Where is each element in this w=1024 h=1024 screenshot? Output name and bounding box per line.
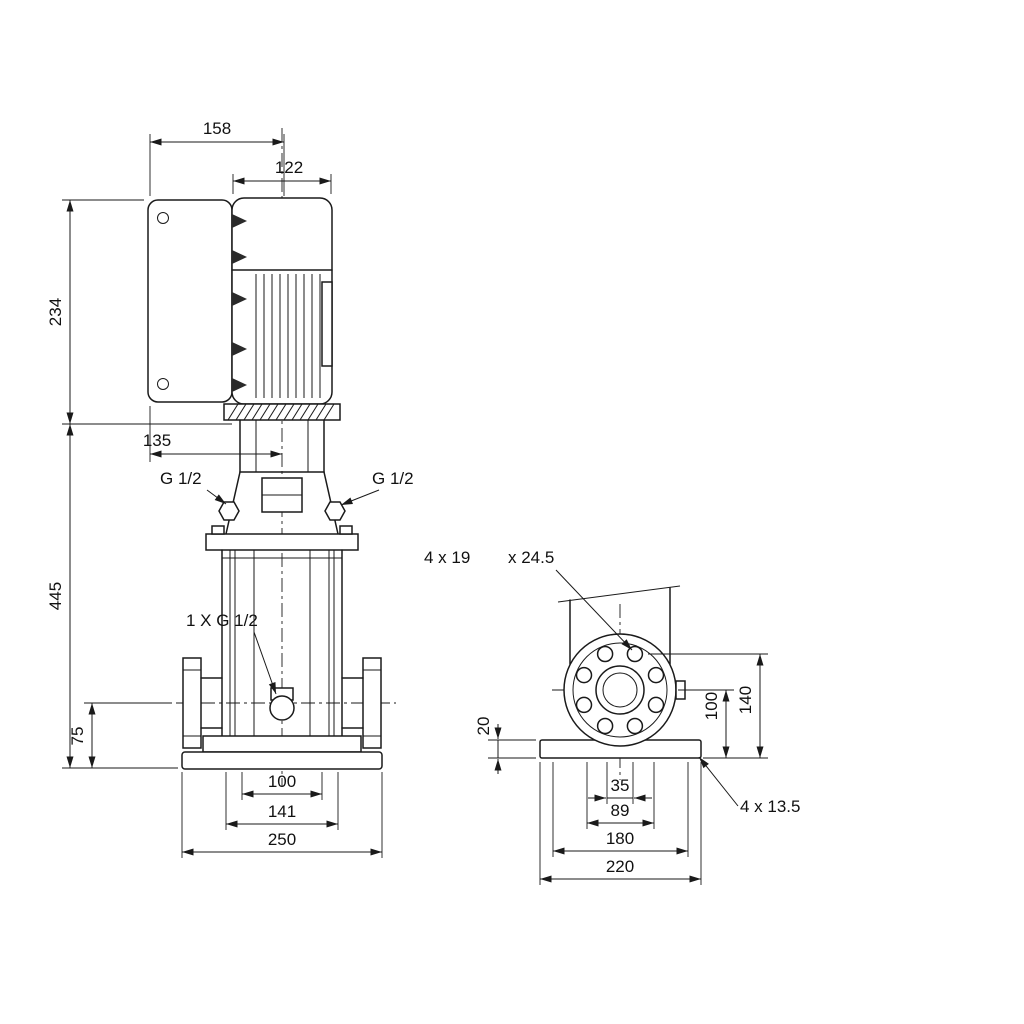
dimension-250: 250	[181, 772, 383, 858]
dimension-89: 89	[586, 762, 655, 829]
pipe-flange-left	[182, 657, 223, 749]
dimension-234: 234	[46, 199, 232, 425]
dimension-100-front: 100	[241, 772, 323, 800]
base-front	[181, 735, 383, 770]
top-flange	[205, 533, 359, 551]
dimension-141: 141	[225, 772, 339, 830]
dim-135-label: 135	[143, 431, 171, 450]
port-plug-left	[218, 501, 240, 521]
port-left-label: G 1/2	[160, 469, 202, 488]
dim-100-front-label: 100	[268, 772, 296, 791]
dim-180-label: 180	[606, 829, 634, 848]
callout-base-holes: 4 x 13.5	[698, 756, 801, 816]
dim-141-label: 141	[268, 802, 296, 821]
break-line	[557, 585, 681, 603]
dim-445-label: 445	[46, 582, 65, 610]
pipe-flange-right	[341, 657, 382, 749]
port-right-label: G 1/2	[372, 469, 414, 488]
motor-flange	[223, 403, 341, 421]
dimension-35: 35	[588, 762, 652, 804]
pump-head	[218, 419, 346, 535]
dimension-140: 140	[648, 653, 768, 758]
flange-holes-label-b: x 24.5	[508, 548, 554, 567]
dimension-135: 135	[143, 406, 282, 462]
flange-bolt-holes	[575, 645, 665, 735]
motor-fins	[255, 274, 321, 398]
dim-89-label: 89	[611, 801, 630, 820]
dim-20-label: 20	[474, 717, 493, 736]
dimension-20: 20	[474, 717, 536, 774]
pump-column	[557, 585, 681, 665]
base-holes-label: 4 x 13.5	[740, 797, 801, 816]
dim-234-label: 234	[46, 298, 65, 326]
screw-icon	[157, 378, 169, 390]
port-flange	[563, 633, 686, 747]
flange-holes-label-a: 4 x 19	[424, 548, 470, 567]
control-box	[147, 199, 233, 403]
vent-hatch	[227, 403, 335, 421]
dim-158-label: 158	[203, 119, 231, 138]
screw-icon	[157, 212, 169, 224]
callout-port-left: G 1/2	[160, 469, 227, 505]
dimension-75: 75	[68, 702, 172, 768]
dim-100-side-label: 100	[702, 692, 721, 720]
dimension-122: 122	[232, 158, 332, 194]
motor	[231, 197, 333, 405]
callout-port-right: G 1/2	[340, 469, 414, 506]
drain-plug	[269, 687, 295, 721]
dim-140-label: 140	[736, 686, 755, 714]
front-view: 158 122 234 445 135 75	[46, 119, 414, 858]
motor-rib	[321, 281, 333, 367]
dimension-158: 158	[149, 119, 285, 196]
port-plug-right	[324, 501, 346, 521]
dimension-100-side: 100	[678, 689, 768, 759]
clamp-tabs	[232, 214, 247, 392]
dimension-180: 180	[552, 762, 689, 857]
dimension-445: 445	[46, 424, 178, 769]
dim-250-label: 250	[268, 830, 296, 849]
callout-drain: 1 X G 1/2	[186, 611, 277, 695]
dim-75-label: 75	[68, 727, 87, 746]
dim-35-label: 35	[611, 776, 630, 795]
dim-122-label: 122	[275, 158, 303, 177]
callout-flange-holes: 4 x 19 x 24.5	[424, 548, 633, 651]
side-view: 4 x 19 x 24.5 20 100 140	[424, 548, 801, 885]
chamber-stack	[205, 525, 359, 737]
drain-label: 1 X G 1/2	[186, 611, 258, 630]
dimension-220: 220	[539, 762, 702, 885]
dim-220-label: 220	[606, 857, 634, 876]
